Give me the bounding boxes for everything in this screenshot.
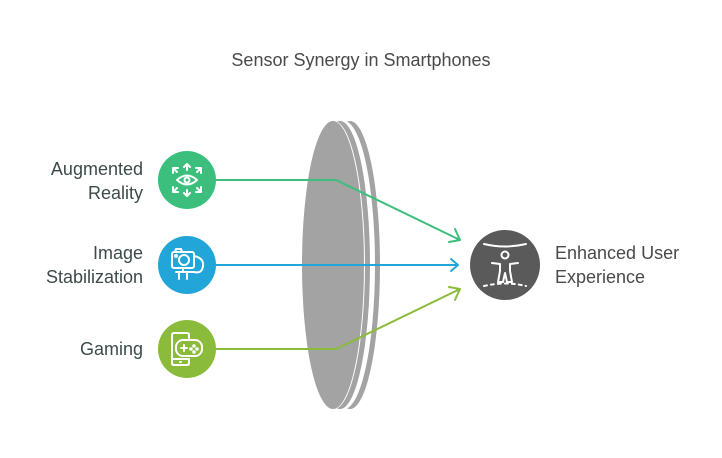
camera-gimbal-icon: [171, 248, 205, 280]
label-line: Stabilization: [45, 267, 143, 287]
label-line: Augmented: [50, 159, 143, 179]
label-line: Enhanced User: [555, 243, 680, 263]
label-line: Experience: [555, 267, 646, 287]
label-line: Image: [92, 243, 143, 263]
eye-arrows-icon: [172, 163, 202, 197]
label-line: Reality: [87, 183, 143, 203]
augmented-reality-label: Augmented Reality: [18, 157, 143, 205]
phone-gamepad-icon: [171, 332, 203, 366]
connector-augmented-reality: [216, 179, 461, 243]
image-stabilization-label: Image Stabilization: [18, 241, 143, 289]
gaming-label: Gaming: [18, 337, 143, 361]
gaming-node: [158, 320, 216, 378]
diagram-title: Sensor Synergy in Smartphones: [231, 50, 491, 70]
image-stabilization-node: [158, 236, 216, 294]
augmented-reality-node: [158, 151, 216, 209]
person-space-icon: [483, 243, 527, 287]
label-line: Gaming: [79, 339, 143, 359]
connector-gaming: [216, 286, 461, 350]
enhanced-user-experience-node: [470, 230, 540, 300]
connector-image-stabilization: [216, 258, 459, 272]
enhanced-user-experience-label: Enhanced User Experience: [555, 241, 715, 289]
